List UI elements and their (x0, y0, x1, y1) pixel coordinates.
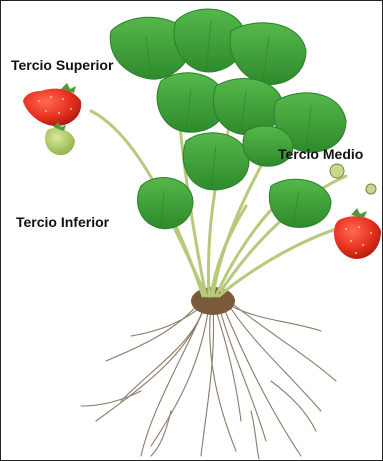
label-lower-third: Tercio Inferior (16, 214, 109, 230)
label-middle-third: Tercio Medio (278, 146, 363, 162)
roots (81, 301, 336, 459)
label-upper-third: Tercio Superior (11, 57, 113, 73)
leaves (110, 9, 346, 229)
